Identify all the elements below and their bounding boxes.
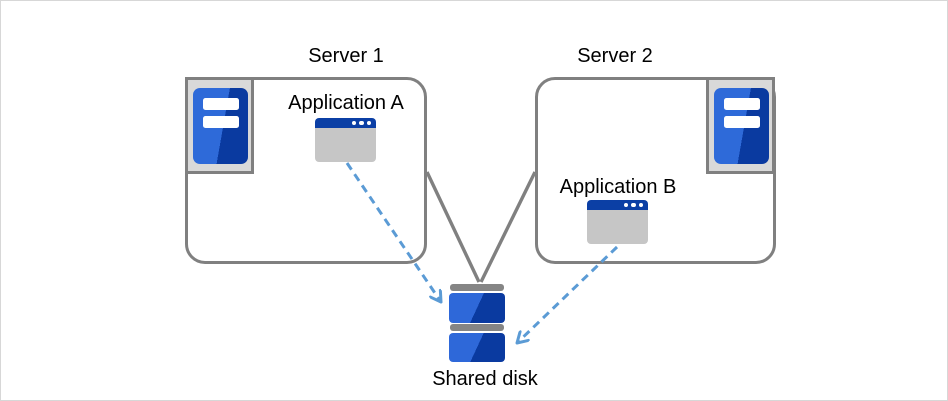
window-dot-icon bbox=[631, 202, 636, 208]
server-slot bbox=[203, 116, 239, 128]
window-dot-icon bbox=[638, 202, 643, 208]
server-slot bbox=[724, 98, 760, 110]
window-titlebar bbox=[315, 118, 376, 128]
window-body bbox=[315, 128, 376, 162]
shared-disk-icon bbox=[449, 284, 505, 362]
server-tower-icon bbox=[193, 88, 248, 164]
window-dot-icon bbox=[623, 202, 628, 208]
connector-server2-to-disk bbox=[479, 171, 537, 283]
window-dot-icon bbox=[366, 120, 371, 126]
disk-cap bbox=[450, 284, 504, 291]
shared-disk-label: Shared disk bbox=[432, 368, 538, 390]
application-a-window-icon bbox=[315, 118, 376, 162]
server-tower-icon bbox=[714, 88, 769, 164]
server2-title: Server 2 bbox=[577, 45, 653, 67]
server2-server-icon bbox=[706, 77, 775, 174]
server1-server-icon bbox=[185, 77, 254, 174]
application-b-label: Application B bbox=[559, 176, 677, 198]
window-titlebar bbox=[587, 200, 648, 210]
window-dot-icon bbox=[351, 120, 356, 126]
disk-platter bbox=[449, 333, 505, 362]
window-body bbox=[587, 210, 648, 244]
disk-separator bbox=[450, 324, 504, 331]
disk-platter bbox=[449, 293, 505, 323]
application-a-label: Application A bbox=[288, 92, 404, 114]
connector-server1-to-disk bbox=[425, 171, 481, 283]
server-slot bbox=[203, 98, 239, 110]
application-b-window-icon bbox=[587, 200, 648, 244]
server-slot bbox=[724, 116, 760, 128]
window-dot-icon bbox=[359, 120, 364, 126]
server1-title: Server 1 bbox=[308, 45, 384, 67]
